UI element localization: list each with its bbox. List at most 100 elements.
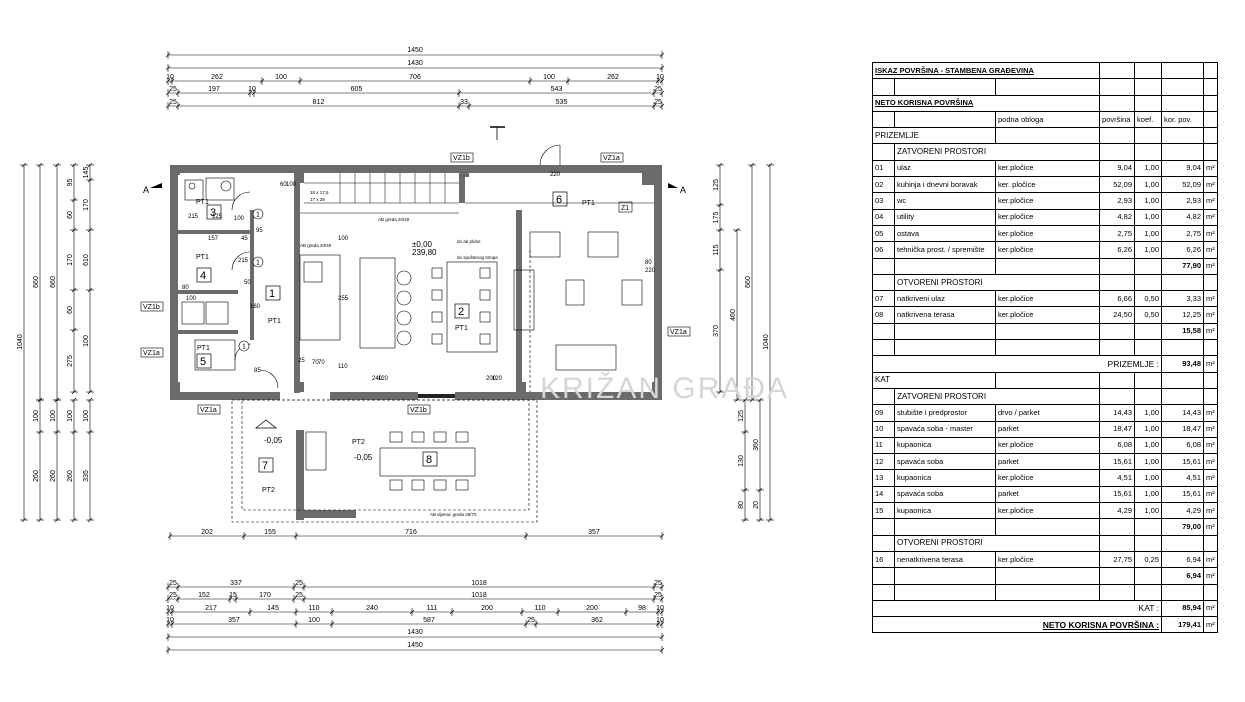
tag-pt1: PT1 bbox=[196, 254, 209, 261]
table-cell bbox=[872, 339, 895, 357]
table-cell: m² bbox=[1203, 192, 1219, 210]
table-cell: m² bbox=[1203, 404, 1219, 422]
table-cell bbox=[994, 339, 1101, 357]
table-cell: 0,50 bbox=[1134, 306, 1163, 324]
table-cell: m² bbox=[1203, 241, 1219, 259]
table-cell bbox=[1203, 61, 1219, 80]
dimension-value: 260 bbox=[67, 470, 74, 482]
dimension-value: 80 bbox=[738, 501, 745, 509]
table-cell bbox=[1134, 273, 1163, 292]
table-cell: 1,00 bbox=[1134, 224, 1163, 243]
dimension-value: 362 bbox=[591, 617, 603, 624]
table-cell bbox=[1134, 534, 1163, 552]
note-beam: AB greda 20/40 bbox=[300, 243, 332, 248]
table-cell bbox=[994, 567, 1101, 585]
table-cell: tehnička prost. / spremište bbox=[894, 241, 996, 259]
table-cell: spavaća soba - master bbox=[894, 420, 996, 438]
table-cell: 9,04 bbox=[1161, 159, 1205, 178]
floor-total: 93,48 bbox=[1161, 355, 1205, 373]
table-cell bbox=[1099, 339, 1136, 357]
table-cell: 52,09 bbox=[1099, 176, 1136, 194]
dimension-value: 200 bbox=[481, 605, 493, 612]
dimension-value: 240 bbox=[366, 605, 378, 612]
table-cell bbox=[1099, 583, 1136, 601]
floor-label: PRIZEMLJE bbox=[872, 127, 996, 145]
dimension-value: 25 bbox=[654, 86, 662, 93]
table-cell: 1,00 bbox=[1134, 420, 1163, 438]
table-row: NETO KORISNA POVRŠINA bbox=[871, 94, 1219, 112]
table-cell bbox=[1161, 583, 1205, 601]
table-cell: 4,29 bbox=[1161, 502, 1205, 520]
table-cell bbox=[1203, 143, 1219, 161]
dimension-value: 100 bbox=[33, 410, 40, 422]
dimension-value: 370 bbox=[713, 325, 720, 337]
table-cell: 15,61 bbox=[1161, 485, 1205, 504]
interior-dimension: 220 bbox=[550, 172, 561, 178]
section-label: OTVORENI PROSTORI bbox=[893, 534, 1101, 552]
note-plohe: do ab plohe bbox=[457, 239, 481, 244]
note-cornice: AB vijenac greda 25/70 bbox=[430, 512, 477, 517]
dimension-value: 260 bbox=[33, 470, 40, 482]
table-cell: 1,00 bbox=[1134, 208, 1163, 226]
interior-dimension: 60 bbox=[280, 182, 287, 188]
grand-total-label: NETO KORISNA POVRŠINA : bbox=[871, 616, 1163, 634]
table-cell bbox=[1161, 273, 1205, 292]
table-cell: ostava bbox=[894, 224, 996, 243]
dimension-value: 115 bbox=[713, 244, 720, 255]
level-terrace: -0,05 bbox=[264, 436, 283, 445]
tag-vz1a: VZ1a bbox=[143, 350, 160, 357]
dimension-value: 716 bbox=[405, 529, 417, 536]
table-cell bbox=[1161, 371, 1205, 389]
tag-pt1: PT1 bbox=[196, 199, 209, 206]
table-cell bbox=[1203, 78, 1219, 96]
table-cell bbox=[1161, 143, 1205, 161]
dimension-value: 98 bbox=[638, 605, 646, 612]
dimension-value: 60 bbox=[67, 211, 74, 219]
table-cell bbox=[1099, 61, 1136, 80]
table-cell bbox=[994, 78, 1101, 96]
dimension-value: 20 bbox=[753, 501, 760, 509]
table-cell bbox=[1134, 127, 1163, 145]
dimension-value: 10 bbox=[166, 74, 174, 81]
section-label: A bbox=[680, 185, 686, 195]
section-label: A bbox=[143, 185, 149, 195]
table-cell: spavaća soba bbox=[894, 453, 996, 471]
table-cell bbox=[1134, 387, 1163, 406]
table-row: ISKAZ POVRŠINA - STAMBENA GRAĐEVINA bbox=[871, 61, 1219, 80]
table-cell bbox=[994, 371, 1101, 389]
dimension-value: 100 bbox=[83, 410, 90, 422]
table-cell: m² bbox=[1203, 485, 1219, 504]
table-cell: stubište i predprostor bbox=[894, 404, 996, 422]
door-marker bbox=[252, 256, 264, 268]
table-cell: 1,00 bbox=[1134, 176, 1163, 194]
table-cell bbox=[872, 110, 895, 129]
tag-vz1b: VZ1b bbox=[410, 407, 427, 414]
table-cell bbox=[1099, 78, 1136, 96]
table-cell: m² bbox=[1203, 420, 1219, 438]
tag-pt2: PT2 bbox=[262, 487, 275, 494]
section-label: ZATVORENI PROSTORI bbox=[893, 143, 1101, 161]
section-label: OTVORENI PROSTORI bbox=[893, 273, 1101, 292]
dimension-value: 111 bbox=[427, 605, 438, 612]
table-cell: 14 bbox=[872, 485, 895, 504]
table-cell bbox=[894, 257, 996, 275]
interior-dimension: 160 bbox=[250, 304, 261, 310]
dimension-value: 535 bbox=[556, 99, 568, 106]
table-cell: m² bbox=[1203, 224, 1219, 243]
table-cell: m² bbox=[1203, 290, 1219, 308]
dimension-value: 605 bbox=[351, 86, 363, 93]
table-cell: ker.pločice bbox=[994, 208, 1101, 226]
door-marker bbox=[238, 340, 250, 352]
table-cell: 6,66 bbox=[1099, 290, 1136, 308]
table-cell: 06 bbox=[872, 241, 895, 259]
dimension-value: 25 bbox=[654, 592, 662, 599]
table-cell: 4,29 bbox=[1099, 502, 1136, 520]
dimension-value: 25 bbox=[169, 592, 177, 599]
header-floor: podna obloga bbox=[994, 110, 1101, 129]
table-cell: kuhinja i dnevni boravak bbox=[894, 176, 996, 194]
